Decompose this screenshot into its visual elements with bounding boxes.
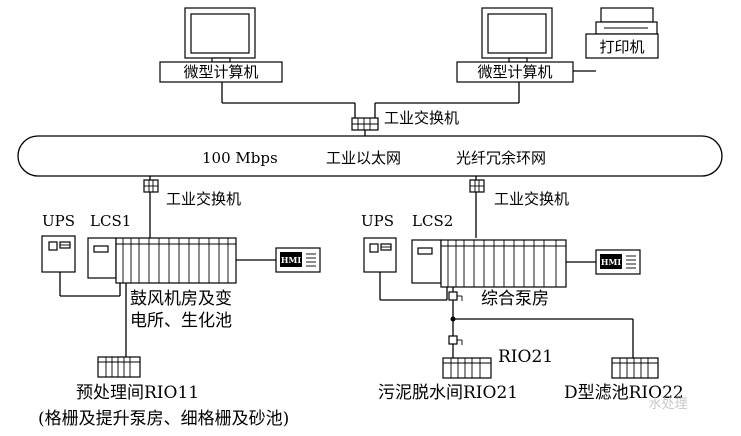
bus-connectors bbox=[448, 291, 463, 345]
left-location-line1: 鼓风机房及变 bbox=[130, 289, 232, 309]
ring-speed: 100 Mbps bbox=[202, 149, 278, 167]
printer-label: 打印机 bbox=[599, 38, 644, 56]
hmi-2: HMI bbox=[595, 249, 641, 275]
ups-1-label: UPS bbox=[42, 212, 75, 230]
rio-21: RIO21 bbox=[442, 347, 553, 379]
rio-21-label: 污泥脱水间RIO21 bbox=[378, 383, 518, 403]
lcs-2-label: LCS2 bbox=[412, 212, 453, 230]
lcs-1: LCS1 bbox=[87, 212, 237, 284]
left-switch: 工业交换机 bbox=[143, 179, 241, 208]
rio-21-tag: RIO21 bbox=[498, 347, 553, 367]
pc-right-label: 微型计算机 bbox=[477, 63, 552, 81]
left-switch-label: 工业交换机 bbox=[166, 190, 241, 208]
hmi-1: HMI bbox=[275, 247, 321, 273]
right-switch-label: 工业交换机 bbox=[494, 190, 569, 208]
rio-11 bbox=[97, 356, 141, 378]
top-switch-label: 工业交换机 bbox=[384, 109, 459, 127]
right-switch: 工业交换机 bbox=[469, 179, 569, 208]
lcs-2-modules bbox=[441, 240, 566, 287]
lcs-2: LCS2 bbox=[411, 212, 567, 288]
ups-1: UPS bbox=[41, 212, 76, 273]
ring-ethernet: 工业以太网 bbox=[326, 149, 401, 167]
ups-2: UPS bbox=[361, 212, 397, 273]
ups-2-label: UPS bbox=[361, 212, 394, 230]
top-switch: 工业交换机 bbox=[351, 109, 459, 131]
rio-11-note: (格栅及提升泵房、细格栅及砂池) bbox=[38, 409, 289, 429]
ethernet-ring: 100 Mbps 工业以太网 光纤冗余环网 bbox=[17, 135, 723, 177]
lcs-1-modules bbox=[116, 238, 236, 283]
ring-fiber: 光纤冗余环网 bbox=[456, 149, 546, 167]
hmi-2-label: HMI bbox=[601, 257, 621, 267]
left-location-line2: 电所、生化池 bbox=[130, 311, 232, 331]
pc-left: 微型计算机 bbox=[159, 7, 283, 83]
rio-22 bbox=[611, 357, 659, 379]
connection-lines bbox=[59, 70, 634, 358]
pc-left-label: 微型计算机 bbox=[183, 63, 258, 81]
printer: 打印机 bbox=[585, 7, 659, 59]
hmi-1-label: HMI bbox=[281, 255, 301, 265]
watermark: 水处理 bbox=[648, 397, 687, 412]
right-location: 综合泵房 bbox=[481, 289, 549, 309]
lcs-1-label: LCS1 bbox=[90, 212, 131, 230]
rio-11-label: 预处理间RIO11 bbox=[76, 383, 199, 403]
rio-22-label: D型滤池RIO22 bbox=[564, 383, 684, 403]
pc-right: 微型计算机 bbox=[456, 7, 574, 83]
